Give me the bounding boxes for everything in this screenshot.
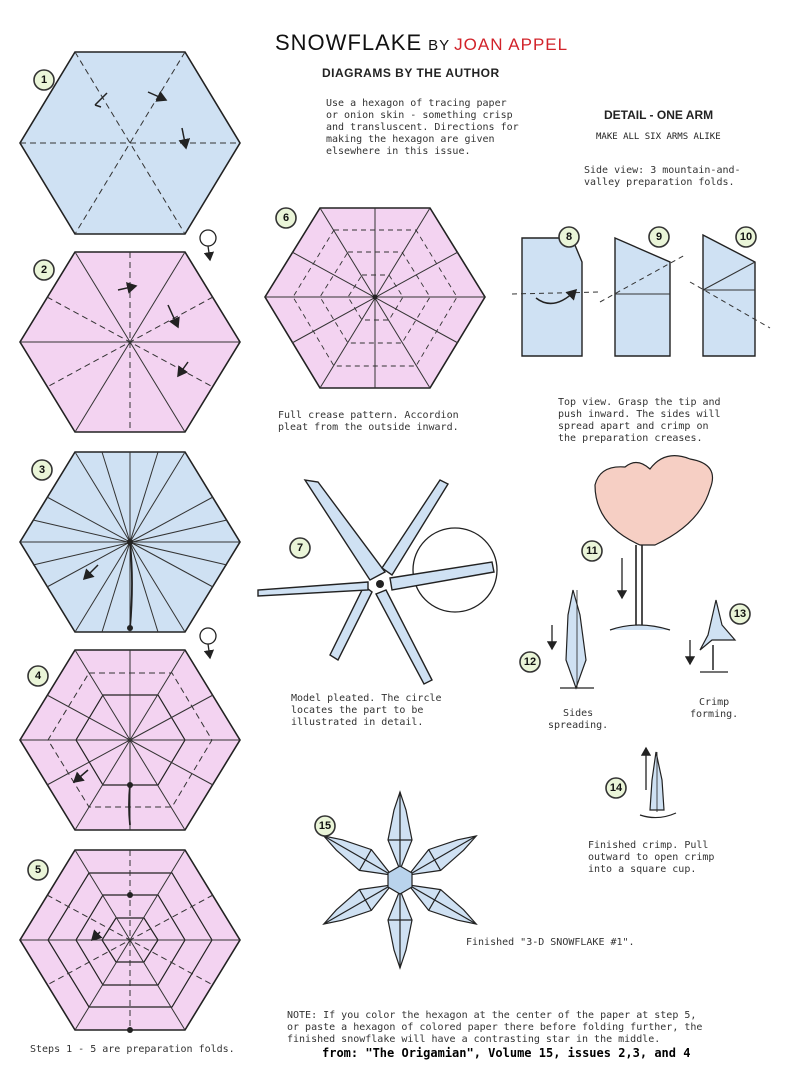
hexagon-step6 xyxy=(264,207,486,389)
step-badge-15: 15 xyxy=(314,815,336,837)
tip-step14 xyxy=(639,746,677,819)
step-badge-12: 12 xyxy=(519,651,541,673)
hexagon-step5 xyxy=(19,849,241,1033)
note-text: NOTE: If you color the hexagon at the ce… xyxy=(287,1010,703,1045)
svg-text:1: 1 xyxy=(41,74,47,86)
arm-step10 xyxy=(689,233,771,357)
step-badge-1: 1 xyxy=(33,69,55,91)
svg-text:4: 4 xyxy=(35,670,42,682)
step-badge-6: 6 xyxy=(275,207,297,229)
author-name: JOAN APPEL xyxy=(454,35,569,54)
step-badge-4: 4 xyxy=(27,665,49,687)
detail-subheading: MAKE ALL SIX ARMS ALIKE xyxy=(596,132,721,142)
svg-text:11: 11 xyxy=(586,545,598,557)
detail-heading: DETAIL - ONE ARM xyxy=(604,108,714,122)
tip-step12 xyxy=(546,589,594,690)
caption-step12: Sides spreading. xyxy=(548,708,609,731)
side-view-text: Side view: 3 mountain-and- valley prepar… xyxy=(584,165,741,188)
tip-step13 xyxy=(684,599,737,673)
caption-step15: Finished "3-D SNOWFLAKE #1". xyxy=(466,937,635,948)
turn-over-icon-2 xyxy=(199,627,217,660)
svg-text:10: 10 xyxy=(740,231,752,243)
step-badge-11: 11 xyxy=(581,540,603,562)
svg-text:13: 13 xyxy=(734,608,746,620)
step-badge-3: 3 xyxy=(31,459,53,481)
pleated-model-step7 xyxy=(257,479,498,685)
svg-text:7: 7 xyxy=(297,542,303,554)
caption-step14: Finished crimp. Pull outward to open cri… xyxy=(588,840,715,875)
hexagon-step1 xyxy=(19,51,241,235)
svg-text:12: 12 xyxy=(524,656,536,668)
tip-step11 xyxy=(594,455,714,631)
step-badge-7: 7 xyxy=(289,537,311,559)
title-text: SNOWFLAKE xyxy=(275,30,423,55)
svg-text:8: 8 xyxy=(566,231,572,243)
turn-over-icon xyxy=(199,229,217,262)
hexagon-step3 xyxy=(19,451,241,633)
svg-text:14: 14 xyxy=(610,782,623,794)
svg-text:15: 15 xyxy=(319,820,331,832)
hexagon-step4 xyxy=(19,649,241,831)
arm-step9 xyxy=(599,236,686,357)
step-badge-10: 10 xyxy=(735,226,757,248)
svg-text:9: 9 xyxy=(656,231,662,243)
caption-step13: Crimp forming. xyxy=(690,697,739,720)
svg-text:5: 5 xyxy=(35,864,41,876)
step-badge-9: 9 xyxy=(648,226,670,248)
step-badge-5: 5 xyxy=(27,859,49,881)
intro-text: Use a hexagon of tracing paper or onion … xyxy=(326,98,519,157)
step-badge-13: 13 xyxy=(729,603,751,625)
caption-step6: Full crease pattern. Accordion pleat fro… xyxy=(278,410,459,433)
title-by: BY xyxy=(428,37,451,54)
hexagon-step2 xyxy=(19,251,241,433)
svg-text:6: 6 xyxy=(283,212,289,224)
svg-text:3: 3 xyxy=(39,464,45,476)
source-credit: from: "The Origamian", Volume 15, issues… xyxy=(322,1046,691,1060)
caption-step7: Model pleated. The circle locates the pa… xyxy=(291,693,442,728)
subtitle: DIAGRAMS BY THE AUTHOR xyxy=(322,66,500,80)
step-badge-8: 8 xyxy=(558,226,580,248)
svg-text:2: 2 xyxy=(41,264,47,276)
step-badge-14: 14 xyxy=(605,777,627,799)
top-view-text: Top view. Grasp the tip and push inward.… xyxy=(558,397,721,444)
caption-steps1to5: Steps 1 - 5 are preparation folds. xyxy=(30,1044,235,1055)
step-badge-2: 2 xyxy=(33,259,55,281)
